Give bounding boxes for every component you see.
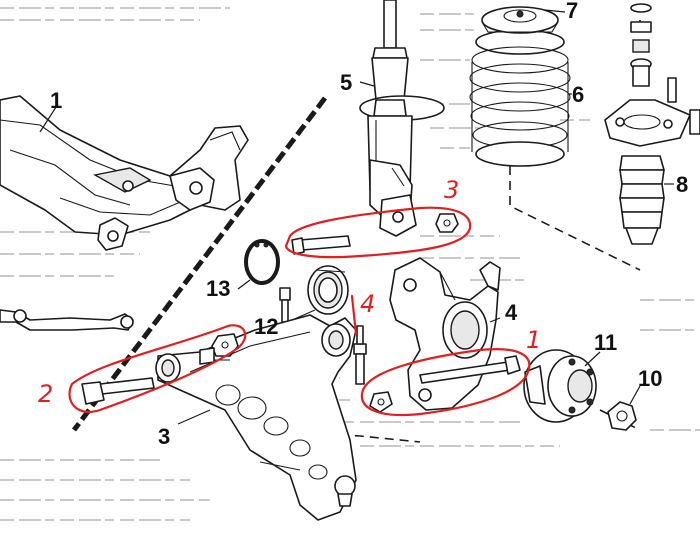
callout-part-8: 8 bbox=[676, 172, 688, 197]
red-number-1: 1 bbox=[526, 326, 541, 354]
red-circle-arm-bolt bbox=[68, 324, 247, 413]
callout-part-10: 10 bbox=[638, 366, 662, 391]
leader-part-7 bbox=[544, 9, 566, 13]
leader-part-3 bbox=[177, 409, 211, 425]
spring-top-seat bbox=[481, 6, 559, 34]
leader-part-10 bbox=[629, 385, 641, 405]
stabilizer-link bbox=[0, 309, 134, 331]
callout-part-7: 7 bbox=[566, 0, 578, 23]
knuckle-pinch-bolt bbox=[369, 355, 521, 413]
wheel-bearing bbox=[307, 265, 349, 315]
leader-part-11 bbox=[584, 351, 601, 367]
leader-part-1 bbox=[39, 103, 59, 133]
lower-control-arm bbox=[155, 314, 357, 521]
arm-pivot-bolt bbox=[81, 333, 239, 405]
coil-spring bbox=[469, 29, 571, 167]
red-annotations bbox=[68, 206, 531, 417]
callout-part-13: 13 bbox=[206, 276, 230, 301]
red-circle-strut-bolt bbox=[284, 206, 472, 259]
callout-part-1: 1 bbox=[50, 88, 62, 113]
callout-part-11: 11 bbox=[594, 330, 617, 355]
red-annotation-numbers: 1 2 3 4 bbox=[38, 176, 541, 408]
callout-part-5: 5 bbox=[340, 70, 352, 95]
red-circle-knuckle-bolt bbox=[360, 348, 531, 417]
top-mount-stack bbox=[604, 3, 700, 245]
strut-assembly bbox=[359, 0, 445, 237]
callout-numbers: 1 3 4 5 6 7 8 10 11 12 13 bbox=[50, 0, 688, 449]
leader-part-13 bbox=[237, 279, 251, 290]
subframe-crossmember bbox=[0, 95, 249, 251]
callout-part-4: 4 bbox=[505, 300, 518, 325]
ball-joint-bolt bbox=[353, 325, 367, 385]
red-number-2: 2 bbox=[38, 380, 53, 408]
strut-lower-bolt bbox=[291, 213, 459, 255]
callout-part-3: 3 bbox=[158, 424, 170, 449]
leader-part-5 bbox=[359, 81, 375, 87]
red-number-3: 3 bbox=[444, 176, 459, 204]
wheel-hub bbox=[523, 349, 597, 423]
dashed-separator bbox=[72, 96, 327, 432]
leader-part-4 bbox=[489, 317, 501, 323]
red-number-4: 4 bbox=[360, 290, 375, 318]
circlip bbox=[244, 239, 280, 285]
callout-part-6: 6 bbox=[572, 82, 584, 107]
red-mark-four bbox=[350, 294, 358, 336]
callout-part-12: 12 bbox=[254, 314, 278, 339]
small-bolt-12 bbox=[279, 287, 291, 323]
hub-nut bbox=[607, 401, 637, 431]
